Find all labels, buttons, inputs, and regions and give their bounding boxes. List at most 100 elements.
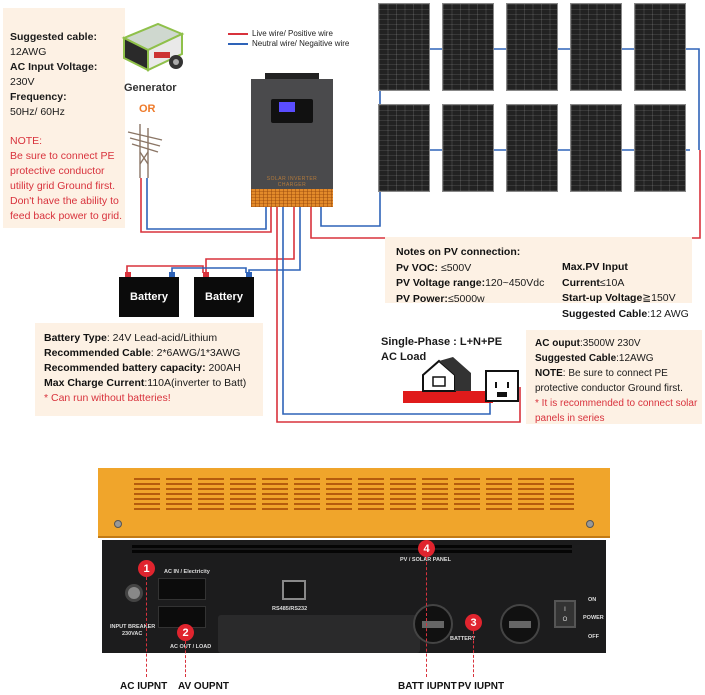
inverter-icon: SOLAR INVERTER CHARGER (251, 73, 333, 207)
ac-in-label: AC IN / Electricity (164, 569, 210, 575)
callout-line-3 (473, 631, 474, 677)
battery-warning: * Can run without batteries! (44, 392, 171, 404)
battery-pos-wire (126, 265, 204, 273)
rs485-label: RS485/RS232 (272, 606, 308, 612)
screw-icon (586, 520, 594, 528)
solar-panel-icon (570, 104, 622, 192)
solar-panel-icon (442, 3, 494, 91)
ac-cable-value: :12AWG (616, 353, 654, 364)
pv-note-col2: Max.PV Input Current≤10A Start-up Voltag… (562, 260, 692, 322)
vent (132, 550, 572, 553)
lid-vent-slots (134, 476, 574, 510)
device-lid (98, 468, 610, 538)
pv-cable-value: :12 AWG (647, 307, 689, 320)
cable-value: 12AWG (10, 46, 47, 58)
battery-charge-value: :110A(inverter to Batt) (144, 377, 247, 389)
ac-note-label: NOTE (535, 368, 563, 379)
pv-terminal-positive[interactable] (413, 604, 453, 644)
battery-neg-wire (248, 207, 301, 273)
battery-1: Battery (119, 272, 179, 317)
note-text: Be sure to connect PE protective conduct… (10, 150, 123, 222)
ac-note-value: : Be sure to connect PE protective condu… (535, 368, 683, 394)
pv-current-value: ≤10A (599, 276, 625, 289)
battery-capacity-value: 200AH (205, 362, 241, 374)
live-wire-swatch (228, 33, 248, 35)
inverter-lcd (271, 99, 313, 123)
breaker-label: INPUT BREAKER (110, 624, 156, 630)
battery-label: Battery (130, 291, 168, 303)
cover-plate (218, 615, 420, 653)
pv-cable-label: Suggested Cable (562, 307, 648, 320)
neutral-wire-swatch (228, 43, 248, 45)
house-icon (403, 357, 493, 403)
generator-label: Generator (124, 82, 177, 94)
pv-label: PV / SOLAR PANEL (400, 557, 451, 563)
callout-label-batt-input: BATT IUPNT (398, 681, 457, 692)
solar-panel-icon (634, 104, 686, 192)
pv-voc-label: Pv VOC: (396, 261, 441, 274)
frequency-label: Frequency (10, 91, 64, 103)
ac-out-live-wire (276, 207, 521, 423)
switch-off-mark: O (562, 617, 568, 623)
phase-label: Single-Phase : L+N+PE (381, 336, 503, 348)
callout-line-4 (426, 557, 427, 677)
generator-icon (121, 22, 185, 72)
frequency-value: 50Hz/ 60Hz (10, 106, 65, 118)
solar-panel-icon (442, 104, 494, 192)
battery-2: Battery (194, 272, 254, 317)
pv-terminal-negative[interactable] (500, 604, 540, 644)
battery-link-wire (205, 207, 295, 273)
ac-cable-label: Suggested Cable (535, 353, 617, 364)
battery-cable-value: : 2*6AWG/1*3AWG (150, 347, 241, 359)
voltage-value: 230V (10, 76, 35, 88)
inverter-rear-panel: AC IN / Electricity AC OUT / LOAD INPUT … (98, 468, 610, 653)
rs485-port[interactable] (282, 580, 306, 600)
callout-badge-1: 1 (138, 560, 155, 577)
ac-out-label: AC OUT / LOAD (170, 644, 212, 650)
callout-label-pv-input: PV IUPNT (458, 681, 505, 692)
switch-on-mark: I (564, 607, 566, 613)
inverter-body: SOLAR INVERTER CHARGER (251, 79, 333, 189)
callout-line-1 (146, 577, 147, 677)
solar-panel-icon (378, 104, 430, 192)
ac-output-note: AC ouput:3500W 230V Suggested Cable:12AW… (526, 330, 702, 424)
callout-label-ac-input: AC IUPNT (120, 681, 168, 692)
cable-label: Suggested cable (10, 31, 94, 43)
lcd-screen (279, 102, 295, 112)
inverter-bracket (265, 73, 319, 79)
inverter-terminal-cover (251, 189, 333, 207)
callout-line-2 (185, 641, 186, 677)
battery-label-panel: BATTERY (450, 636, 476, 642)
inverter-brand: SOLAR INVERTER CHARGER (266, 176, 318, 188)
pv-startup-label: Start-up Voltage (562, 292, 643, 304)
input-breaker[interactable] (125, 584, 143, 602)
breaker-voltage-label: 230VAC (122, 631, 143, 637)
solar-panel-icon (634, 3, 686, 91)
ac-load-label: Single-Phase : L+N+PE AC Load (381, 335, 502, 365)
switch-off-label: OFF (588, 634, 599, 640)
solar-panel-icon (506, 104, 558, 192)
voltage-label: AC Input Voltage (10, 61, 94, 73)
ac-in-terminal[interactable] (158, 578, 206, 600)
callout-badge-3: 3 (465, 614, 482, 631)
pv-power-label: PV Power: (396, 292, 448, 305)
power-switch[interactable]: I O (554, 600, 576, 628)
ac-output-value: :3500W 230V (580, 338, 641, 349)
socket-icon (485, 370, 519, 402)
pv-current-label: Max.PV Input Current (562, 261, 628, 289)
battery-charge-label: Max Charge Current (44, 377, 145, 389)
solar-panel-icon (570, 3, 622, 91)
ac-input-note: Suggested cable: 12AWG AC Input Voltage:… (3, 8, 125, 228)
legend-neutral: Neutral wire/ Negaitive wire (228, 39, 349, 49)
battery-negative-terminal (169, 272, 175, 277)
battery-capacity-label: Recommended battery capacity: (44, 362, 206, 374)
pv-voc-value: ≤500V (440, 261, 472, 274)
ac-recommend: * It is recommended to connect solar pan… (535, 398, 698, 424)
battery-label: Battery (205, 291, 243, 303)
or-label: OR (139, 103, 156, 115)
pv-range-value: 120~450Vdc (485, 277, 545, 289)
switch-on-label: ON (588, 597, 597, 603)
callout-label-ac-output: AV OUPNT (178, 681, 229, 692)
screw-icon (114, 520, 122, 528)
switch-power-label: POWER (583, 615, 604, 621)
